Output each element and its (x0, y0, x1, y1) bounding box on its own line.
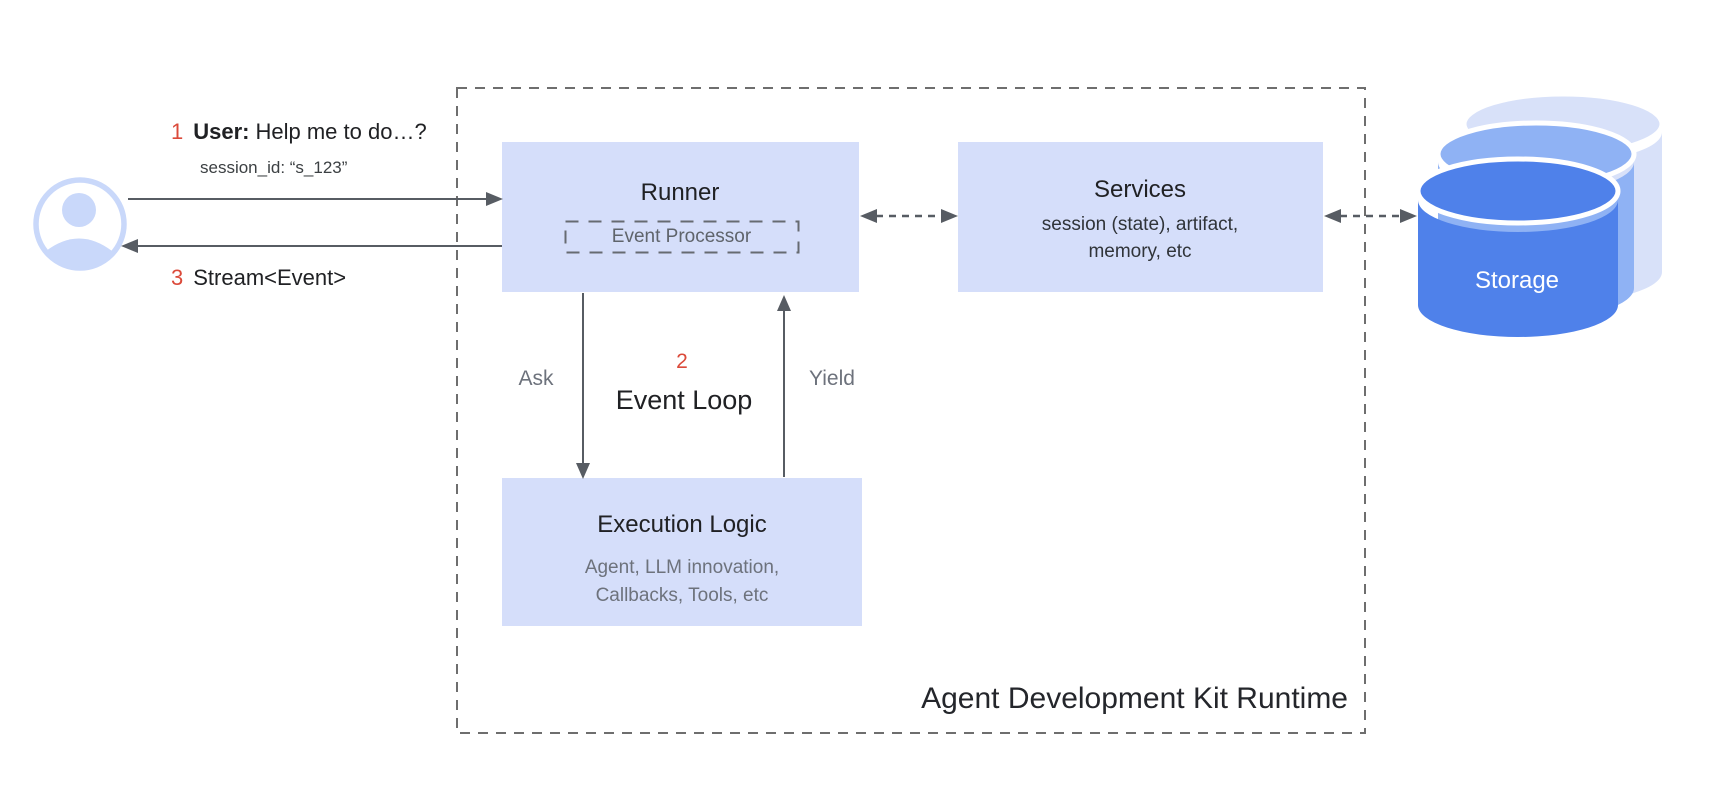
runner-box (502, 142, 859, 292)
user-message-text: Help me to do…? (255, 119, 427, 144)
storage-cylinder-icon (1415, 91, 1665, 337)
services-storage-arrow (1324, 209, 1417, 223)
user-message-prefix: User: (193, 119, 250, 144)
services-detail-line1: session (state), artifact, (1041, 214, 1239, 235)
stream-event-text: Stream<Event> (193, 265, 347, 290)
storage-label: Storage (1474, 267, 1560, 294)
services-detail: session (state), artifact, memory, etc (1042, 211, 1238, 265)
execution-logic-detail-line1: Agent, LLM innovation, (584, 557, 780, 578)
execution-logic-title: Execution Logic (597, 511, 767, 538)
services-title: Services (1093, 176, 1187, 203)
execution-logic-box (502, 478, 862, 626)
ask-arrow (576, 293, 590, 479)
runner-services-arrow (860, 209, 958, 223)
ask-label: Ask (518, 367, 554, 390)
step3-number: 3 (171, 265, 184, 290)
runner-title: Runner (640, 179, 720, 206)
user-message-line: 1 User:Help me to do…? (171, 119, 427, 145)
yield-arrow (777, 295, 791, 477)
step2-number: 2 (676, 350, 688, 373)
runtime-title: Agent Development Kit Runtime (921, 682, 1348, 715)
execution-logic-detail: Agent, LLM innovation, Callbacks, Tools,… (585, 554, 779, 610)
stream-event-line: 3 Stream<Event> (171, 265, 346, 291)
event-loop-title: Event Loop (615, 385, 753, 415)
runtime-dashed-border (456, 87, 1366, 734)
user-avatar-icon (33, 177, 127, 271)
yield-label: Yield (809, 367, 855, 390)
request-arrow (128, 192, 503, 206)
step1-number: 1 (171, 119, 184, 144)
services-detail-line2: memory, etc (1088, 241, 1192, 262)
execution-logic-detail-line2: Callbacks, Tools, etc (595, 585, 769, 606)
event-processor-dashed-border (564, 220, 800, 254)
stream-arrow (121, 239, 502, 253)
services-box (958, 142, 1323, 292)
session-id-label: session_id: “s_123” (200, 158, 348, 177)
event-processor-label: Event Processor (611, 225, 752, 247)
